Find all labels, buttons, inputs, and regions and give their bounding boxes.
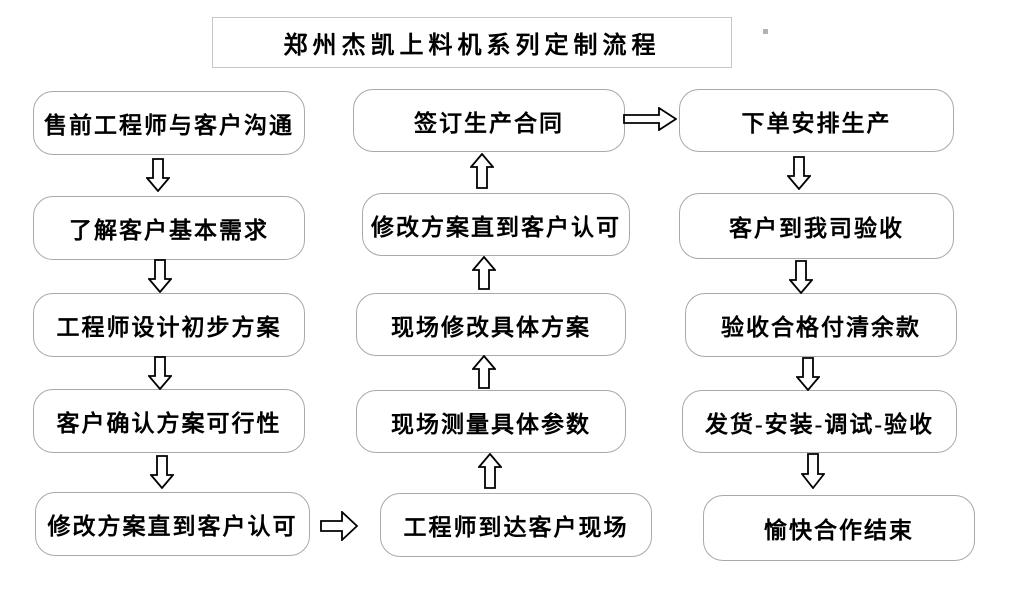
arrow-up-icon xyxy=(472,355,496,389)
arrow-down-icon xyxy=(787,156,811,190)
flow-step-left-4: 客户确认方案可行性 xyxy=(33,389,305,453)
flow-step-left-5: 修改方案直到客户认可 xyxy=(35,492,310,556)
arrow-right-icon xyxy=(623,107,677,131)
arrow-down-icon xyxy=(148,259,172,293)
flowchart-title-box: 郑州杰凯上料机系列定制流程 xyxy=(212,17,732,68)
flow-step-middle-2: 修改方案直到客户认可 xyxy=(362,193,630,256)
arrow-up-icon xyxy=(472,256,496,290)
arrow-down-icon xyxy=(148,356,172,390)
flow-step-middle-3: 现场修改具体方案 xyxy=(356,293,626,356)
flow-step-label: 修改方案直到客户认可 xyxy=(371,214,621,240)
flow-step-label: 修改方案直到客户认可 xyxy=(47,514,298,539)
flow-step-right-1: 下单安排生产 xyxy=(679,89,954,152)
flow-step-label: 签订生产合同 xyxy=(414,110,564,136)
arrow-down-icon xyxy=(801,453,825,489)
flow-step-middle-4: 现场测量具体参数 xyxy=(356,390,626,453)
flow-step-left-3: 工程师设计初步方案 xyxy=(33,293,305,357)
flow-step-label: 客户确认方案可行性 xyxy=(56,411,282,436)
flow-step-right-5: 愉快合作结束 xyxy=(703,495,975,561)
flow-step-label: 愉快合作结束 xyxy=(764,518,914,543)
arrow-up-icon xyxy=(470,153,494,189)
flow-step-right-3: 验收合格付清余款 xyxy=(685,293,957,357)
arrow-down-icon xyxy=(789,260,813,294)
arrow-right-icon xyxy=(320,511,358,541)
flow-step-label: 验收合格付清余款 xyxy=(721,315,921,340)
flow-step-middle-5: 工程师到达客户现场 xyxy=(380,493,652,557)
flow-step-middle-1: 签订生产合同 xyxy=(353,89,625,152)
flow-step-label: 客户到我司验收 xyxy=(729,216,904,241)
flow-step-label: 现场测量具体参数 xyxy=(391,411,591,437)
arrow-up-icon xyxy=(478,453,502,489)
flow-step-label: 发货-安装-调试-验收 xyxy=(705,411,934,437)
flow-step-label: 工程师设计初步方案 xyxy=(56,315,282,340)
flowchart-title: 郑州杰凯上料机系列定制流程 xyxy=(283,33,661,59)
stray-handle-dot xyxy=(763,29,768,34)
flow-step-left-1: 售前工程师与客户沟通 xyxy=(33,91,305,155)
flow-step-right-2: 客户到我司验收 xyxy=(679,193,954,259)
flow-step-label: 了解客户基本需求 xyxy=(69,218,269,243)
flow-step-label: 下单安排生产 xyxy=(741,110,892,136)
flow-step-label: 现场修改具体方案 xyxy=(391,314,591,340)
arrow-down-icon xyxy=(150,455,174,489)
flow-step-left-2: 了解客户基本需求 xyxy=(33,196,305,260)
flow-step-label: 售前工程师与客户沟通 xyxy=(44,113,294,138)
arrow-down-icon xyxy=(146,158,170,192)
flow-step-right-4: 发货-安装-调试-验收 xyxy=(682,390,957,453)
arrow-down-icon xyxy=(796,357,820,391)
flow-step-label: 工程师到达客户现场 xyxy=(403,515,629,540)
